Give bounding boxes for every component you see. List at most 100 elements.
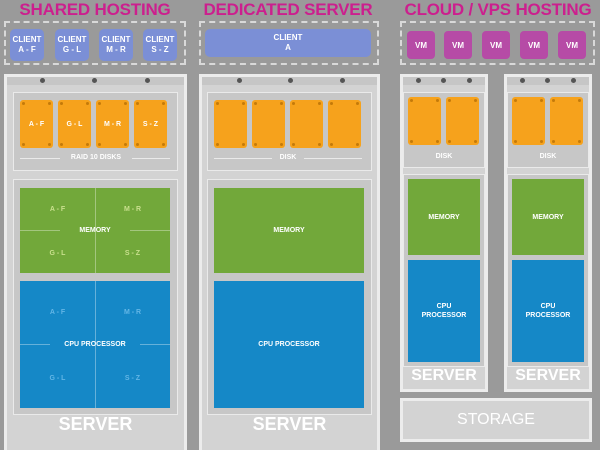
shared-hosting-title: SHARED HOSTING [19, 0, 171, 19]
disk-led-icon [356, 102, 359, 105]
disk-led-icon [318, 143, 321, 146]
storage-label: STORAGE [457, 411, 535, 428]
dedicated-cpu-block: CPU PROCESSOR [214, 281, 364, 408]
disk-label: DISK [279, 154, 297, 161]
screw-icon [145, 78, 150, 83]
storage-block: STORAGE [400, 398, 592, 442]
disk-led-icon [22, 143, 25, 146]
cloud-vps-title: CLOUD / VPS HOSTING [404, 0, 592, 19]
cloud-2-disk-1 [512, 97, 545, 145]
cpu-grid-v [95, 281, 96, 408]
cpu-label: CPU PROCESSOR [258, 341, 320, 348]
disk-g-l: G - L [58, 100, 91, 148]
disk-led-icon [254, 143, 257, 146]
cpu-cell-s-z: S - Z [124, 375, 141, 382]
disk-s-z: S - Z [134, 100, 167, 148]
dedicated-memory-block: MEMORY [214, 188, 364, 273]
raid-disks-label: RAID 10 DISKS [70, 154, 122, 161]
memory-label: MEMORY [273, 227, 305, 234]
disk-led-icon [436, 140, 439, 143]
cpu-cell-g-l: G - L [49, 375, 66, 382]
cloud-1-memory-block: MEMORY [408, 179, 480, 255]
disk-led-icon [242, 102, 245, 105]
disk-led-icon [48, 143, 51, 146]
cloud-2-memory-block: MEMORY [512, 179, 584, 255]
screw-icon [571, 78, 576, 83]
disk-led-icon [514, 140, 517, 143]
disk-divider-left [20, 158, 60, 159]
screw-icon [40, 78, 45, 83]
disk-led-icon [136, 102, 139, 105]
memory-grid-h-right [130, 230, 170, 231]
vm-label: VM [452, 40, 464, 50]
cloud-1-cpu-block: CPU PROCESSOR [408, 260, 480, 362]
cloud-vm-box [400, 21, 595, 65]
client-label: CLIENT [273, 33, 303, 42]
memory-grid-v [95, 188, 96, 273]
shared-cpu-block: A - F M - R G - L S - Z CPU PROCESSOR [20, 281, 170, 408]
disk-led-icon [410, 140, 413, 143]
cpu-label-line1: CPU [540, 303, 556, 310]
disk-divider-left [214, 158, 272, 159]
screw-icon [237, 78, 242, 83]
disk-led-icon [540, 99, 543, 102]
disk-led-icon [86, 143, 89, 146]
disk-led-icon [514, 99, 517, 102]
vm-label: VM [566, 40, 578, 50]
disk-led-icon [292, 102, 295, 105]
client-box-s-z: CLIENT S - Z [143, 29, 177, 61]
cloud-2-cpu-block: CPU PROCESSOR [512, 260, 584, 362]
client-range: G - L [62, 45, 82, 54]
disk-led-icon [436, 99, 439, 102]
disk-label: DISK [539, 153, 557, 160]
disk-led-icon [124, 102, 127, 105]
screw-icon [467, 78, 472, 83]
disk-label: S - Z [142, 120, 159, 128]
disk-led-icon [552, 140, 555, 143]
vm-label: VM [415, 40, 427, 50]
cloud-1-disk-1 [408, 97, 441, 145]
disk-led-icon [318, 102, 321, 105]
client-box-a-f: CLIENT A - F [10, 29, 44, 61]
cpu-grid-h-left [20, 344, 50, 345]
disk-led-icon [552, 99, 555, 102]
disk-led-icon [330, 102, 333, 105]
dedicated-server-rack-border [199, 74, 380, 450]
screw-icon [520, 78, 525, 83]
disk-led-icon [98, 143, 101, 146]
disk-led-icon [292, 143, 295, 146]
vm-label: VM [528, 40, 540, 50]
disk-led-icon [162, 143, 165, 146]
disk-led-icon [578, 99, 581, 102]
cloud-2-server-label: SERVER [515, 367, 581, 384]
memory-grid-h-left [20, 230, 60, 231]
memory-label: MEMORY [532, 213, 564, 221]
disk-led-icon [60, 102, 63, 105]
cpu-grid-h-right [140, 344, 170, 345]
cloud-1-disk-2 [446, 97, 479, 145]
disk-led-icon [216, 143, 219, 146]
disk-label: G - L [66, 120, 83, 128]
screw-icon [288, 78, 293, 83]
screw-icon [545, 78, 550, 83]
disk-m-r: M - R [96, 100, 129, 148]
disk-led-icon [242, 143, 245, 146]
cloud-server-rack-border-2 [504, 74, 592, 392]
disk-led-icon [280, 143, 283, 146]
disk-led-icon [254, 102, 257, 105]
dedicated-client-box-top [199, 21, 379, 23]
disk-label: A - F [28, 120, 45, 128]
client-label: CLIENT [145, 35, 175, 44]
disk-led-icon [448, 99, 451, 102]
disk-2 [252, 100, 285, 148]
cloud-server-rack-border-1 [400, 74, 488, 392]
screw-icon [92, 78, 97, 83]
disk-led-icon [540, 140, 543, 143]
client-range: M - R [106, 45, 126, 54]
memory-cell-m-r: M - R [123, 206, 142, 213]
disk-led-icon [60, 143, 63, 146]
vm-box-3: VM [482, 31, 510, 59]
memory-cell-s-z: S - Z [124, 250, 141, 257]
disk-led-icon [22, 102, 25, 105]
disk-divider-right [304, 158, 362, 159]
